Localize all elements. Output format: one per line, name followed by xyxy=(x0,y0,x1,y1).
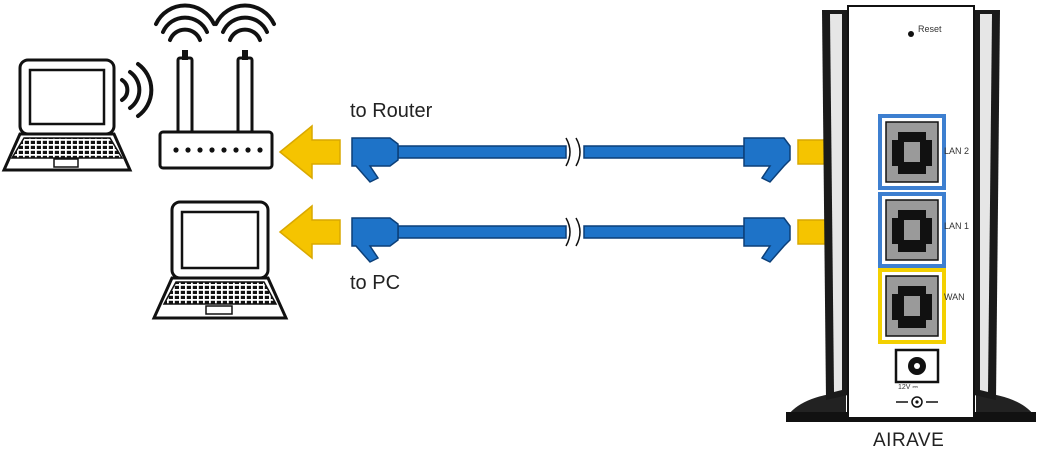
power-jack-icon xyxy=(894,348,940,408)
power-label: 12V ⎓ xyxy=(898,384,918,391)
reset-button-icon xyxy=(908,31,914,37)
airave-device xyxy=(786,5,1036,422)
lan1-label: LAN 1 xyxy=(944,221,970,231)
wifi-signal-icon xyxy=(120,62,154,118)
to-pc-label: to PC xyxy=(350,272,401,294)
lan2-port xyxy=(878,114,946,190)
device-name-label: AIRAVE xyxy=(873,430,945,451)
pc-laptop-icon xyxy=(151,200,289,320)
router-icon xyxy=(154,3,276,170)
lan2-label: LAN 2 xyxy=(944,146,970,156)
reset-label: Reset xyxy=(918,24,942,34)
arrow-to-pc xyxy=(278,204,341,260)
ethernet-cable-router xyxy=(351,137,791,183)
arrow-to-router xyxy=(278,124,341,180)
wireless-laptop-icon xyxy=(1,58,133,172)
wan-port xyxy=(878,268,946,344)
to-router-label: to Router xyxy=(350,100,433,122)
lan1-port xyxy=(878,192,946,268)
wan-label: WAN xyxy=(944,292,965,302)
ethernet-cable-pc xyxy=(351,217,791,263)
